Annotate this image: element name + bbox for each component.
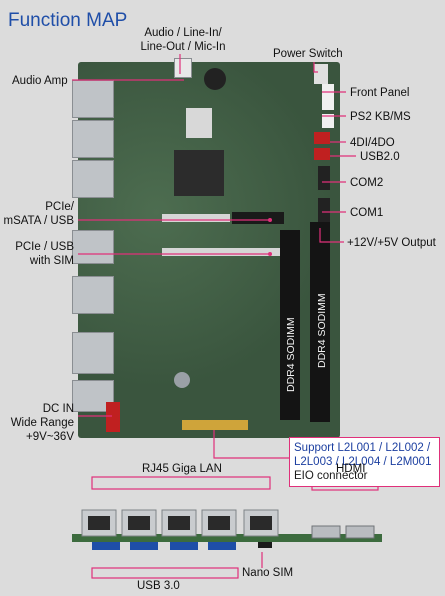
hdmi-port [345,525,375,539]
dc-in-line-2: Wide Range [10,417,74,429]
dio-header [314,132,330,144]
audio-jacks-label: Audio / Line-In/ Line-Out / Mic-In [128,26,238,54]
leader-dot [268,252,272,256]
usb-port [72,332,114,374]
lan-port [72,160,114,198]
front-panel-header [322,84,334,110]
minipcie-slot-2 [162,248,282,256]
usb3-bracket [91,567,239,579]
eio-line-3: EIO connector [294,470,368,482]
power-switch-label: Power Switch [273,48,343,60]
io-board-edge [72,534,382,542]
rj45-socket [88,516,110,530]
audio-jack [174,58,192,78]
audio-jacks-line-1: Audio / Line-In/ [144,27,222,39]
hdmi-label: HDMI [336,463,366,475]
eio-connector [182,420,248,430]
rj45-ports [81,509,279,537]
usb2-label: USB2.0 [360,151,400,163]
page-title: Function MAP [8,10,128,31]
leader-power-output [319,228,344,243]
com1-label: COM1 [350,207,384,219]
dc-in-connector [106,402,120,432]
com2-label: COM2 [350,177,384,189]
rj45-socket [128,516,150,530]
pcie-msata-line-2: mSATA / USB [3,215,74,227]
nano-sim-slot [258,542,272,548]
power-switch [314,64,328,84]
pcie-sim-line-2: with SIM [29,255,74,267]
capacitor [174,372,190,388]
usb3-port [170,542,198,550]
rj45-bracket [91,476,271,490]
dc-in-line-3: +9V~36V [26,431,74,443]
front-panel-label: Front Panel [350,87,410,99]
pcie-msata-label: PCIe/ mSATA / USB [0,200,74,228]
com2-header [318,166,330,190]
usb2-header [314,148,330,160]
pcie-sim-line-1: PCIe / USB [15,241,74,253]
usb3-ports [92,542,236,550]
leader-eio [213,430,289,459]
lan-port [72,230,114,264]
audio-amp-label: Audio Amp [12,75,68,87]
lan-port [72,276,114,314]
com1-header [318,198,330,222]
power-output-label: +12V/+5V Output [347,237,436,249]
eio-line-1: Support L2L001 / L2L002 / [294,442,431,454]
lan-port [72,120,114,158]
sodimm-slot-1 [280,230,300,420]
minipcie-slot [162,214,230,222]
rj45-socket [250,516,272,530]
audio-jacks-line-2: Line-Out / Mic-In [140,41,226,53]
usb3-port [92,542,120,550]
hdmi-port [311,525,341,539]
eio-callout: Support L2L001 / L2L002 / L2L003 / L2L00… [289,437,440,487]
pcie-sim-label: PCIe / USB with SIM [0,240,74,268]
leader-power-switch [313,62,318,73]
usb3-port [130,542,158,550]
rj45-socket [208,516,230,530]
rj45-socket [168,516,190,530]
bios-chip [186,108,212,138]
ps2-header [322,114,334,128]
dio-label: 4DI/4DO [350,137,395,149]
eio-line-2: L2L003 / L2L004 / L2M001 [294,456,432,468]
io-edge-view [72,509,382,550]
usb3-label: USB 3.0 [137,580,180,592]
ps2-label: PS2 KB/MS [350,111,411,123]
dc-in-label: DC IN Wide Range +9V~36V [0,402,74,444]
pcie-msata-line-1: PCIe/ [45,201,74,213]
sodimm-slot-2 [310,222,330,422]
usb3-port [208,542,236,550]
rj45-port [201,509,237,537]
lan-port [72,80,114,118]
nano-sim-label: Nano SIM [242,567,294,579]
cpu [174,150,224,196]
rj45-label: RJ45 Giga LAN [142,463,222,475]
hdmi-ports [311,525,375,539]
dc-in-line-1: DC IN [42,403,74,415]
motherboard-image: DDR4 SODIMM DDR4 SODIMM [72,58,340,438]
leader-dot [268,218,272,222]
buzzer [204,68,226,90]
